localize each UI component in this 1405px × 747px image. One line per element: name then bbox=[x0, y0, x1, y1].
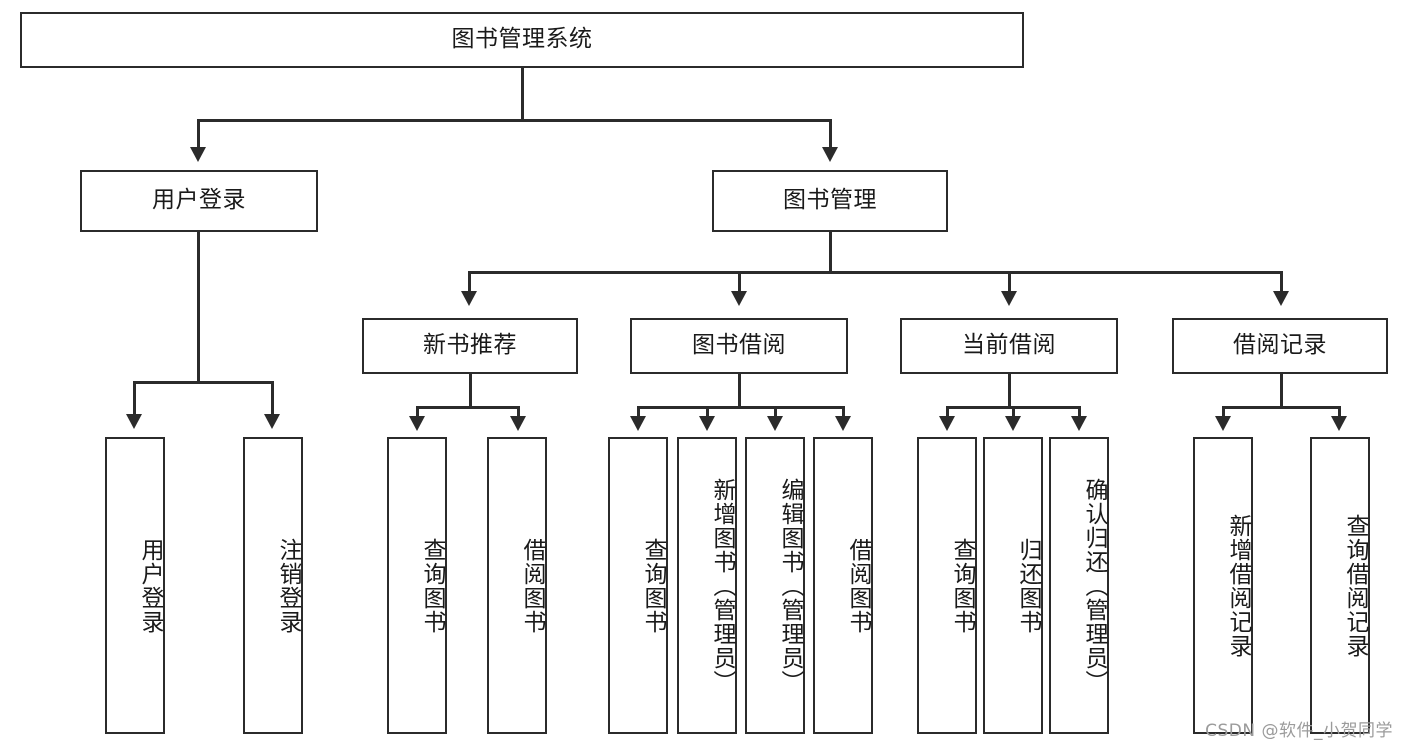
arrowhead-cb-to-leaf1 bbox=[939, 416, 955, 431]
watermark-text: CSDN @软件_小贺同学 bbox=[1205, 721, 1393, 741]
node-leaf-user-login-label: 用户登录 bbox=[137, 537, 163, 634]
arrowhead-cb-to-leaf2 bbox=[1005, 416, 1021, 431]
connector-root-to-user-login bbox=[197, 119, 200, 147]
connector-borrow-record-bus bbox=[1222, 406, 1341, 409]
connector-recommend-bus bbox=[416, 406, 520, 409]
connector-bb-to-leaf4 bbox=[842, 406, 845, 416]
connector-cb-to-leaf2 bbox=[1012, 406, 1015, 416]
connector-book-management-bus bbox=[468, 271, 1280, 274]
connector-bb-to-leaf2 bbox=[706, 406, 709, 416]
arrowhead-bb-to-leaf3 bbox=[767, 416, 783, 431]
arrowhead-bm-to-current-borrow bbox=[1001, 291, 1017, 306]
node-leaf-user-login[interactable]: 用户登录 bbox=[105, 437, 165, 734]
arrowhead-bb-to-leaf1 bbox=[630, 416, 646, 431]
arrowhead-root-to-book-management bbox=[822, 147, 838, 162]
arrowhead-br-to-leaf2 bbox=[1331, 416, 1347, 431]
node-book-borrow-label: 图书借阅 bbox=[692, 332, 786, 359]
node-new-book-recommend[interactable]: 新书推荐 bbox=[362, 318, 578, 374]
arrowhead-bm-to-new-book-recommend bbox=[461, 291, 477, 306]
arrowhead-user-login-to-leaf2 bbox=[264, 414, 280, 429]
connector-recommend-to-leaf2 bbox=[517, 406, 520, 416]
node-book-management-label: 图书管理 bbox=[783, 187, 877, 214]
node-leaf-recommend-borrow-book-label: 借阅图书 bbox=[519, 537, 545, 634]
node-leaf-current-confirm-return[interactable]: 确认归还（管理员） bbox=[1049, 437, 1109, 734]
arrowhead-bb-to-leaf4 bbox=[835, 416, 851, 431]
node-leaf-logout-label: 注销登录 bbox=[275, 537, 301, 634]
connector-user-login-bus bbox=[133, 381, 273, 384]
arrowhead-bm-to-borrow-record bbox=[1273, 291, 1289, 306]
connector-root-bus bbox=[197, 119, 831, 122]
node-leaf-current-confirm-return-label: 确认归还（管理员） bbox=[1081, 477, 1107, 694]
connector-recommend-stem bbox=[469, 374, 472, 408]
connector-bm-to-book-borrow bbox=[738, 271, 741, 291]
node-leaf-borrow-edit-book-label: 编辑图书（管理员） bbox=[777, 477, 803, 694]
node-root-label: 图书管理系统 bbox=[451, 26, 593, 53]
node-leaf-current-query-book[interactable]: 查询图书 bbox=[917, 437, 977, 734]
node-leaf-record-add-label: 新增借阅记录 bbox=[1225, 513, 1251, 658]
node-leaf-borrow-query-book[interactable]: 查询图书 bbox=[608, 437, 668, 734]
node-leaf-recommend-query-book-label: 查询图书 bbox=[419, 537, 445, 634]
node-leaf-current-return-book[interactable]: 归还图书 bbox=[983, 437, 1043, 734]
arrowhead-bm-to-book-borrow bbox=[731, 291, 747, 306]
node-leaf-recommend-borrow-book[interactable]: 借阅图书 bbox=[487, 437, 547, 734]
arrowhead-recommend-to-leaf2 bbox=[510, 416, 526, 431]
node-borrow-record-label: 借阅记录 bbox=[1233, 332, 1327, 359]
node-leaf-current-return-book-label: 归还图书 bbox=[1015, 537, 1041, 634]
node-user-login[interactable]: 用户登录 bbox=[80, 170, 318, 232]
arrowhead-recommend-to-leaf1 bbox=[409, 416, 425, 431]
connector-borrow-record-stem bbox=[1280, 374, 1283, 408]
connector-cb-to-leaf1 bbox=[946, 406, 949, 416]
connector-br-to-leaf2 bbox=[1338, 406, 1341, 416]
arrowhead-br-to-leaf1 bbox=[1215, 416, 1231, 431]
connector-recommend-to-leaf1 bbox=[416, 406, 419, 416]
node-leaf-current-query-book-label: 查询图书 bbox=[949, 537, 975, 634]
connector-cb-to-leaf3 bbox=[1078, 406, 1081, 416]
connector-root-stem bbox=[521, 68, 524, 120]
node-current-borrow[interactable]: 当前借阅 bbox=[900, 318, 1118, 374]
node-root[interactable]: 图书管理系统 bbox=[20, 12, 1024, 68]
arrowhead-cb-to-leaf3 bbox=[1071, 416, 1087, 431]
connector-bm-to-borrow-record bbox=[1280, 271, 1283, 291]
connector-bb-to-leaf3 bbox=[774, 406, 777, 416]
node-book-borrow[interactable]: 图书借阅 bbox=[630, 318, 848, 374]
connector-bm-to-current-borrow bbox=[1008, 271, 1011, 291]
node-borrow-record[interactable]: 借阅记录 bbox=[1172, 318, 1388, 374]
node-current-borrow-label: 当前借阅 bbox=[962, 332, 1056, 359]
node-leaf-borrow-add-book[interactable]: 新增图书（管理员） bbox=[677, 437, 737, 734]
arrowhead-root-to-user-login bbox=[190, 147, 206, 162]
connector-root-to-book-management bbox=[829, 119, 832, 147]
connector-current-borrow-stem bbox=[1008, 374, 1011, 408]
connector-bb-to-leaf1 bbox=[637, 406, 640, 416]
node-book-management[interactable]: 图书管理 bbox=[712, 170, 948, 232]
arrowhead-bb-to-leaf2 bbox=[699, 416, 715, 431]
node-leaf-borrow-query-book-label: 查询图书 bbox=[640, 537, 666, 634]
node-leaf-record-query-label: 查询借阅记录 bbox=[1342, 513, 1368, 658]
connector-user-login-stem bbox=[197, 232, 200, 382]
connector-book-borrow-bus bbox=[637, 406, 844, 409]
node-leaf-borrow-edit-book[interactable]: 编辑图书（管理员） bbox=[745, 437, 805, 734]
node-leaf-record-add[interactable]: 新增借阅记录 bbox=[1193, 437, 1253, 734]
node-leaf-borrow-borrow-book[interactable]: 借阅图书 bbox=[813, 437, 873, 734]
node-leaf-borrow-borrow-book-label: 借阅图书 bbox=[845, 537, 871, 634]
node-user-login-label: 用户登录 bbox=[152, 187, 246, 214]
node-new-book-recommend-label: 新书推荐 bbox=[423, 332, 517, 359]
node-leaf-recommend-query-book[interactable]: 查询图书 bbox=[387, 437, 447, 734]
connector-book-borrow-stem bbox=[738, 374, 741, 408]
connector-br-to-leaf1 bbox=[1222, 406, 1225, 416]
node-leaf-borrow-add-book-label: 新增图书（管理员） bbox=[709, 477, 735, 694]
arrowhead-user-login-to-leaf1 bbox=[126, 414, 142, 429]
connector-book-management-stem bbox=[829, 232, 832, 272]
connector-user-login-to-leaf1 bbox=[133, 381, 136, 414]
node-leaf-record-query[interactable]: 查询借阅记录 bbox=[1310, 437, 1370, 734]
node-leaf-logout[interactable]: 注销登录 bbox=[243, 437, 303, 734]
connector-user-login-to-leaf2 bbox=[271, 381, 274, 414]
connector-bm-to-new-book-recommend bbox=[468, 271, 471, 291]
